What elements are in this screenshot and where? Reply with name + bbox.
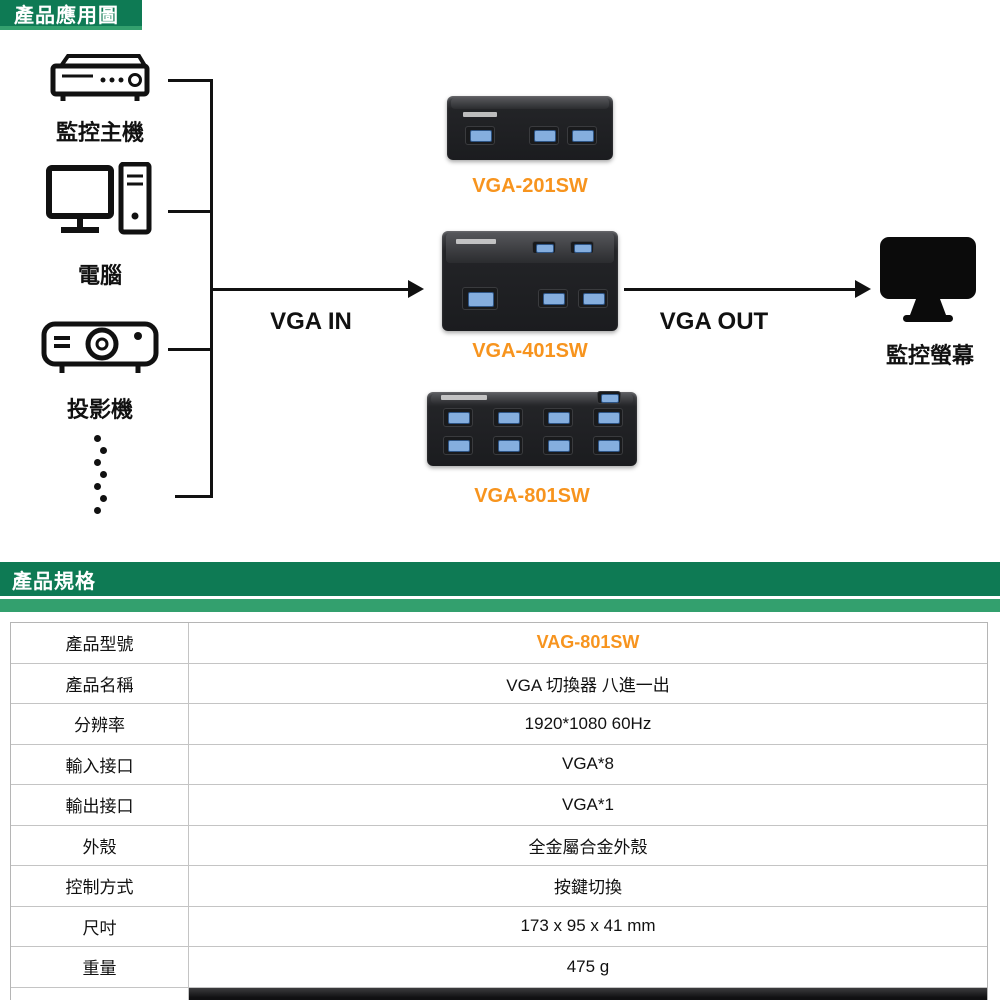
vga-out-arrow-line [624, 288, 856, 291]
connector-line-dvr [168, 79, 210, 82]
spec-value: VGA*1 [189, 785, 987, 826]
vga-port-icon [443, 436, 473, 455]
vga-out-arrow-head-icon [855, 280, 871, 298]
product-model-label-201: VGA-201SW [472, 175, 588, 197]
spec-value: 475 g [189, 947, 987, 988]
spec-label: 控制方式 [11, 866, 189, 907]
product-front-print [463, 112, 497, 117]
spec-label: 產品型號 [11, 623, 189, 664]
product-front-print [456, 239, 496, 244]
vga-port-icon [529, 126, 559, 145]
vga-port-icon [465, 126, 495, 145]
spec-label: 外殼 [11, 825, 189, 866]
connector-line-projector [168, 348, 210, 351]
input-device-label-computer: 電腦 [77, 263, 122, 288]
vga-port-icon [532, 241, 556, 254]
vga-port-icon [493, 436, 523, 455]
spec-label: 分辨率 [11, 704, 189, 745]
product-top-face [451, 98, 609, 109]
spec-value: 1920*1080 60Hz [189, 704, 987, 745]
cutoff-product-image [189, 987, 987, 1000]
vga-port-icon [538, 289, 568, 308]
spec-section-underline [0, 599, 1000, 612]
vga-port-icon [443, 408, 473, 427]
spec-label: 尺吋 [11, 906, 189, 947]
product-model-label-401: VGA-401SW [472, 340, 588, 362]
connector-line-dots [175, 495, 210, 498]
vga-out-label: VGA OUT [659, 308, 769, 335]
spec-value: VGA*8 [189, 745, 987, 785]
projector-icon [40, 312, 160, 382]
product-image-vga-401sw [442, 231, 618, 331]
spec-value: 173 x 95 x 41 mm [189, 907, 987, 947]
vga-port-icon [593, 436, 623, 455]
connector-line-computer [168, 210, 210, 213]
vga-port-icon [493, 408, 523, 427]
spec-label: 輸入接口 [11, 744, 189, 785]
application-section-header: 產品應用圖 [0, 0, 142, 30]
spec-label: 產品名稱 [11, 663, 189, 704]
application-section-title: 產品應用圖 [14, 4, 119, 27]
connector-bracket [210, 79, 213, 498]
spec-label: 輸出接口 [11, 785, 189, 826]
input-device-label-dvr: 監控主機 [55, 120, 144, 145]
vga-port-icon [570, 241, 594, 254]
vga-port-icon [543, 436, 573, 455]
vga-port-icon [567, 126, 597, 145]
input-device-label-projector: 投影機 [66, 397, 133, 422]
spec-section-title: 產品規格 [12, 570, 96, 593]
spec-value-model: VAG-801SW [189, 623, 987, 664]
vga-port-icon [597, 391, 621, 404]
product-top-face [431, 394, 633, 404]
vga-port-icon [593, 408, 623, 427]
spec-label-empty [11, 987, 189, 1000]
product-model-label-801: VGA-801SW [474, 485, 590, 507]
spec-value: 按鍵切換 [189, 866, 987, 907]
vga-in-label: VGA IN [270, 308, 352, 335]
spec-label: 重量 [11, 947, 189, 988]
ellipsis-dots [94, 435, 107, 514]
vga-port-icon [578, 289, 608, 308]
product-image-vga-801sw [427, 391, 637, 466]
product-front-print [441, 395, 487, 400]
product-image-vga-201sw [447, 96, 613, 160]
vga-port-icon [462, 287, 498, 310]
vga-port-icon [543, 408, 573, 427]
spec-value: 全金屬合金外殼 [189, 826, 987, 866]
output-device-label: 監控螢幕 [885, 343, 974, 368]
vga-in-arrow-head-icon [408, 280, 424, 298]
spec-value: VGA 切換器 八進一出 [189, 664, 987, 704]
monitor-icon [878, 235, 978, 327]
spec-section-header: 產品規格 [0, 562, 1000, 596]
vga-in-arrow-line [213, 288, 409, 291]
computer-icon [45, 161, 155, 247]
spec-table: 產品型號 VAG-801SW 產品名稱 VGA 切換器 八進一出 分辨率 192… [10, 622, 988, 1000]
dvr-icon [45, 52, 155, 107]
